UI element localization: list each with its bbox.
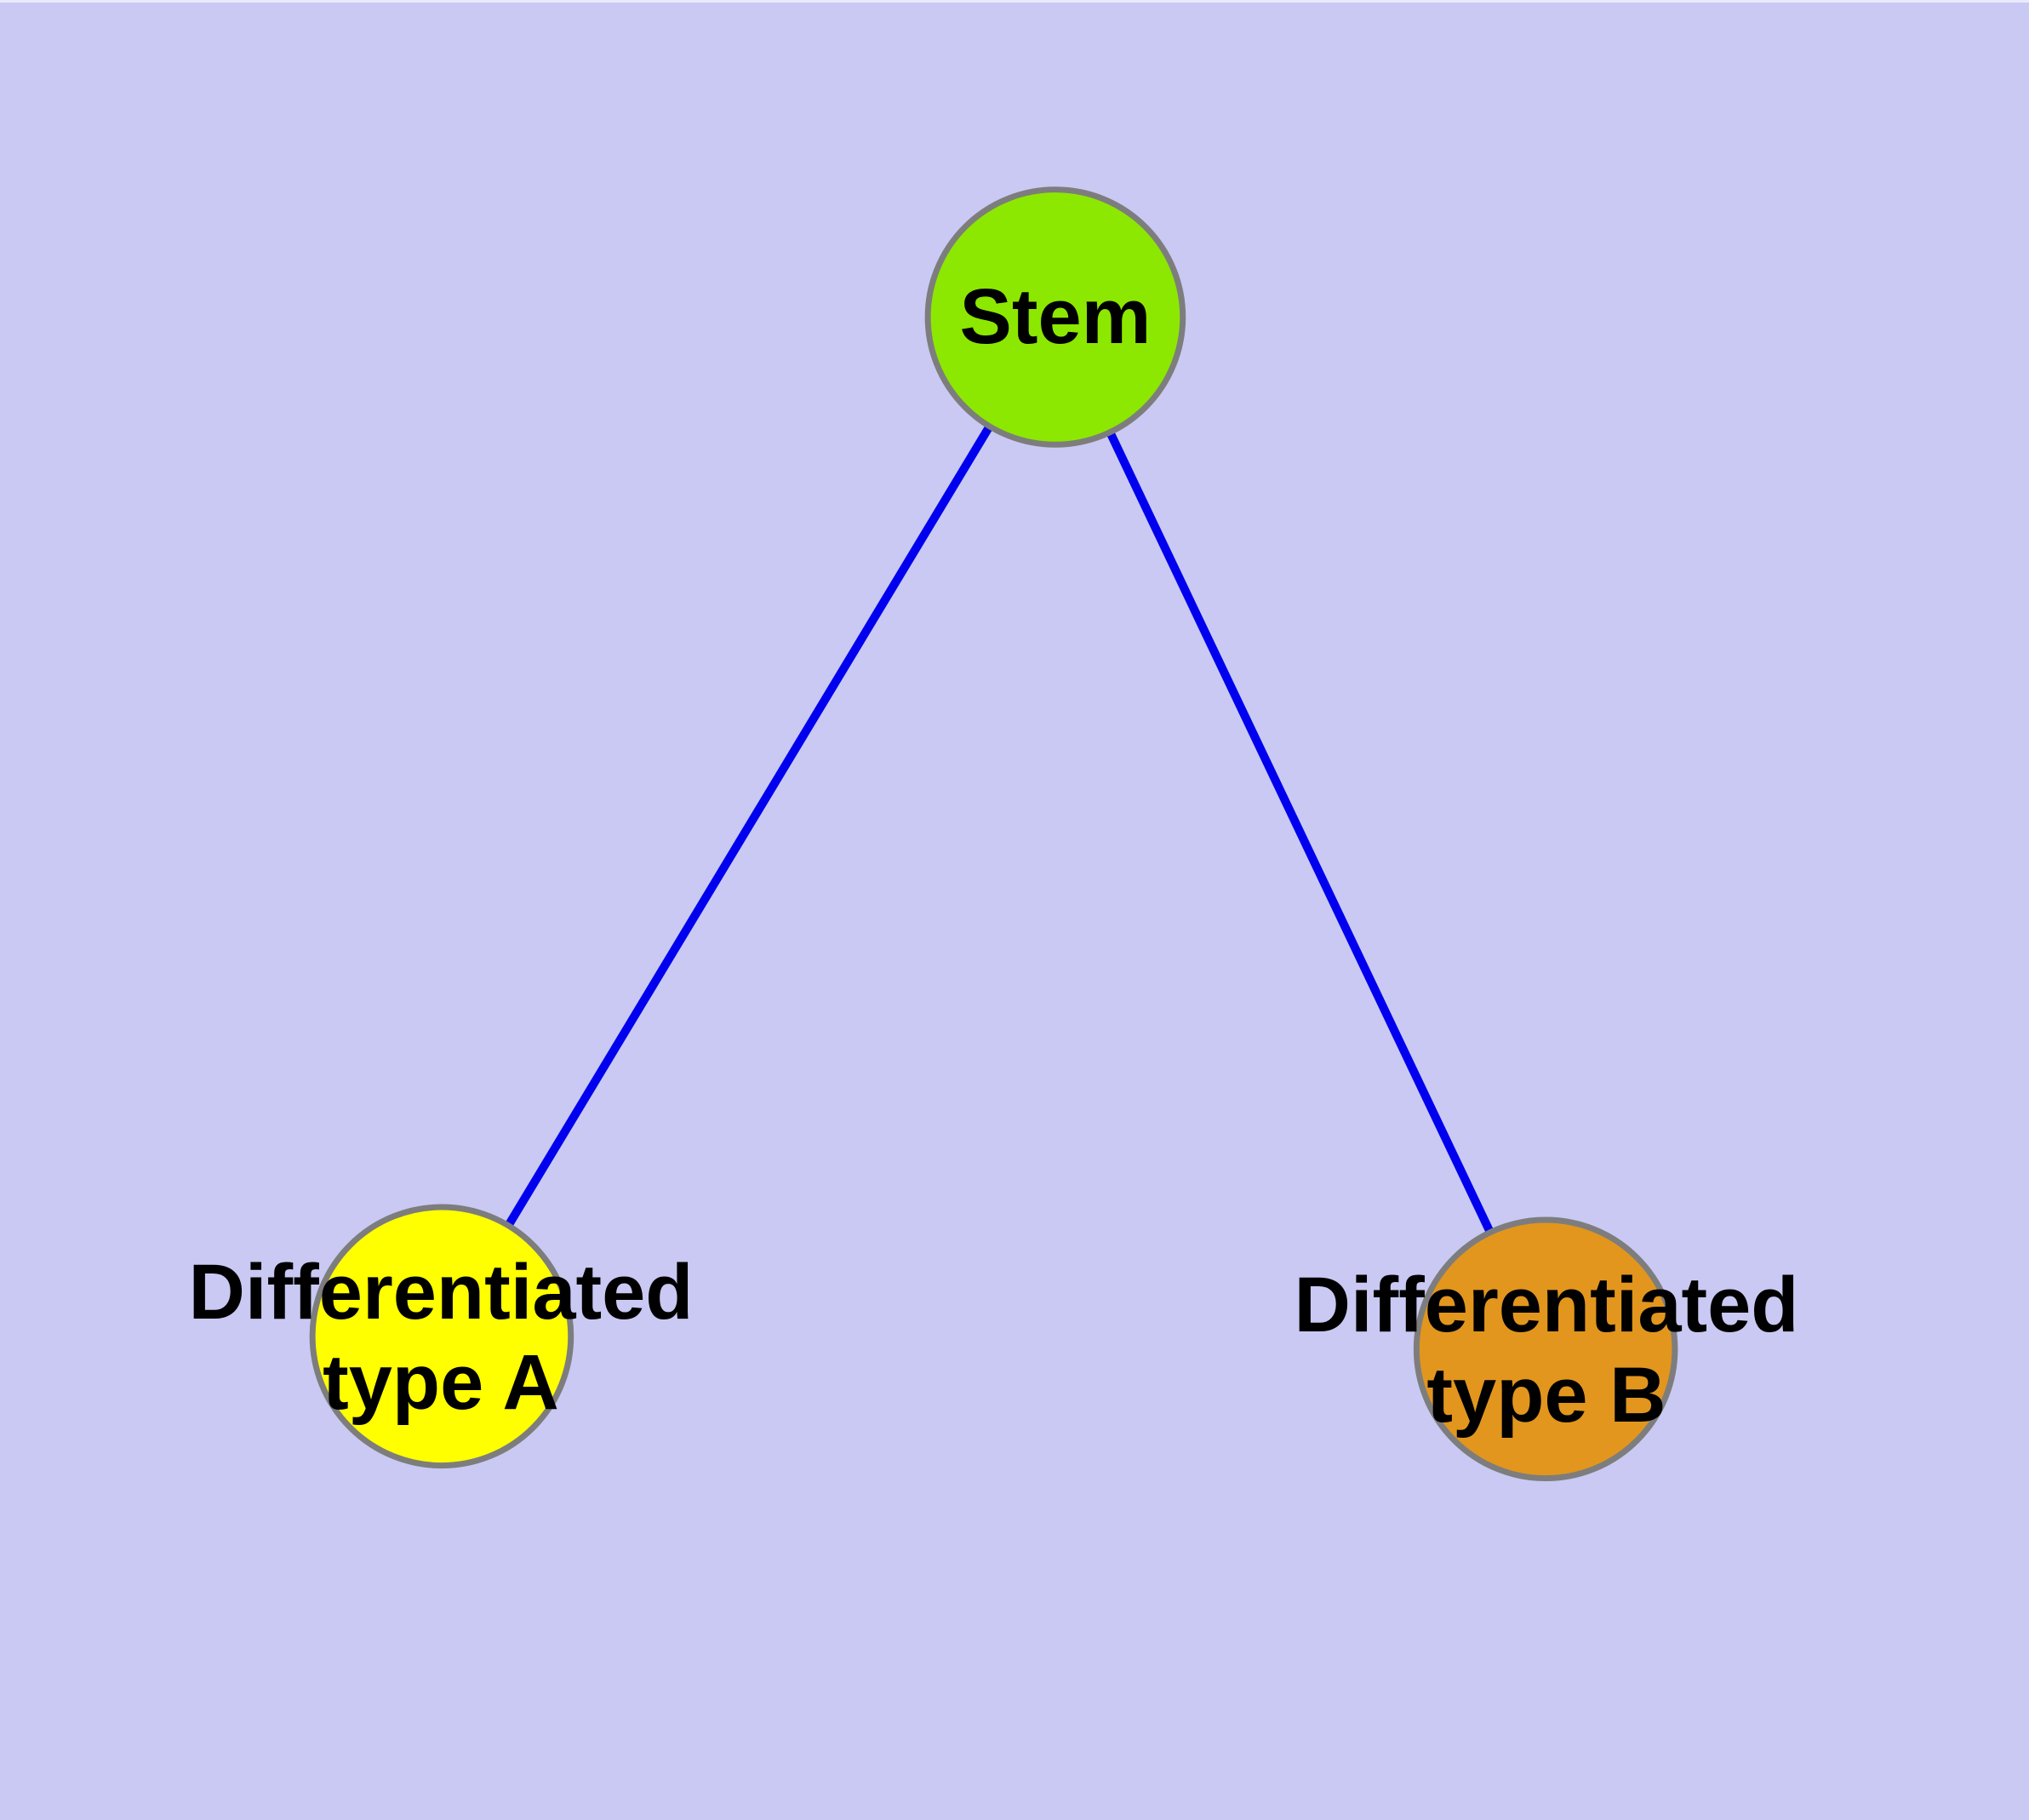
node-type-b-label: Differentiated type B [1295,1261,1799,1441]
node-type-a-circle [309,1204,574,1469]
node-type-a-label-line-1: Differentiated [188,1249,694,1336]
node-type-b-label-line-1: Differentiated [1294,1262,1799,1349]
node-stem-circle [924,186,1186,448]
node-type-b-circle [1413,1216,1678,1482]
node-type-b-label-line-2: type B [1426,1352,1666,1439]
graph-svg [309,186,1678,1482]
edge-stem-to-type-a [437,314,1060,1339]
node-type-a-label: Differentiated type A [189,1248,694,1428]
node-stem-label: Stem [960,272,1152,363]
node-type-a-label-line-2: type A [323,1339,559,1426]
node-stem-label-line: Stem [959,273,1152,361]
edge-stem-to-type-b [1051,315,1550,1351]
